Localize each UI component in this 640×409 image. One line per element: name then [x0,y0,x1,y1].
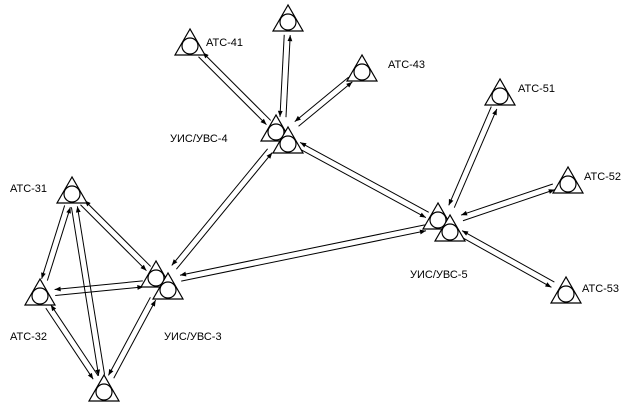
node-uis3 [139,259,185,300]
circle-shape [181,37,199,55]
circle-shape [95,383,113,401]
arrow-uis3-to-bottom [108,297,151,376]
arrow-uis4-to-uis3 [171,148,269,266]
arrow-ats43-to-uis4 [294,76,349,122]
link-uis5-ats51 [448,106,498,208]
node-top [271,3,305,32]
circle-shape [491,87,509,105]
arrow-uis4-to-ats43 [298,81,353,127]
arrow-uis3-to-uis5 [181,229,427,282]
node-uis4 [259,113,305,154]
label-ats52: АТС-52 [584,171,621,183]
link-uis4-top [277,34,293,118]
label-ats53: АТС-53 [582,283,619,295]
link-ats31-bottom [70,206,106,376]
arrow-ats31-to-ats32 [41,205,66,279]
node-uis5 [421,201,467,242]
label-uis5: УИС/УВС-5 [410,269,468,281]
link-ats32-bottom [45,304,99,380]
arrow-ats53-to-uis5 [461,230,555,283]
arrow-ats31-to-bottom [70,207,101,376]
arrow-uis3-to-uis4 [175,152,273,270]
link-uis4-uis5 [297,141,429,219]
circle-shape [159,281,177,299]
link-uis5-ats53 [458,230,555,288]
arrow-uis5-to-uis3 [179,224,425,277]
link-ats31-ats32 [41,205,71,281]
arrow-uis4-to-top [285,35,293,118]
arrow-ats52-to-uis5 [460,183,553,216]
node-ats53 [549,275,583,304]
arrow-uis3-to-ats32 [54,280,143,292]
circle-shape [147,269,165,287]
arrow-uis4-to-ats41 [202,52,272,121]
node-ats51 [483,77,517,106]
node-ats43 [345,53,379,82]
arrow-ats32-to-ats31 [46,207,71,281]
label-ats43: АТС-43 [388,59,425,71]
arrow-ats31-to-uis3 [80,204,147,272]
nodes-layer [23,3,585,402]
link-uis4-ats43 [294,76,353,127]
link-uis5-ats52 [460,183,555,222]
link-uis3-ats31 [80,200,152,272]
arrow-uis5-to-uis4 [299,141,429,213]
circle-shape [441,223,459,241]
arrow-uis5-to-ats53 [458,235,552,288]
label-ats31: АТС-31 [10,183,47,195]
node-ats41 [173,27,207,56]
circle-shape [557,285,575,303]
circle-shape [279,135,297,153]
circle-shape [31,287,49,305]
circle-shape [353,63,371,81]
arrow-uis4-to-uis5 [297,147,427,219]
circle-shape [559,175,577,193]
arrow-uis3-to-ats31 [84,200,152,267]
link-uis4-ats41 [198,52,272,126]
node-bottom [87,373,121,402]
arrow-bottom-to-ats32 [50,304,99,377]
label-uis4: УИС/УВС-4 [170,133,228,145]
arrow-ats51-to-uis5 [448,106,492,206]
node-ats52 [551,165,585,194]
node-ats32 [23,277,57,306]
link-uis5-uis3 [179,224,427,282]
circle-shape [63,185,81,203]
label-uis3: УИС/УВС-3 [164,331,222,343]
arrow-uis5-to-ats51 [453,108,498,208]
node-ats31 [55,175,89,204]
arrow-top-to-uis4 [277,34,285,117]
circle-shape [279,13,297,31]
link-uis3-bottom [108,297,157,379]
circle-shape [267,123,285,141]
arrow-ats41-to-uis4 [198,56,267,126]
label-ats41: АТС-41 [206,37,243,49]
arrow-uis5-to-ats52 [462,189,555,222]
link-uis3-ats32 [54,280,144,297]
circle-shape [429,211,447,229]
label-ats32: АТС-32 [10,331,47,343]
arrow-ats32-to-uis3 [55,285,144,297]
arrow-ats32-to-bottom [45,307,94,380]
links-layer [41,34,555,380]
link-uis4-uis3 [171,148,273,270]
arrow-bottom-to-uis3 [113,299,157,379]
label-ats51: АТС-51 [518,83,555,95]
arrow-bottom-to-ats31 [75,206,106,375]
